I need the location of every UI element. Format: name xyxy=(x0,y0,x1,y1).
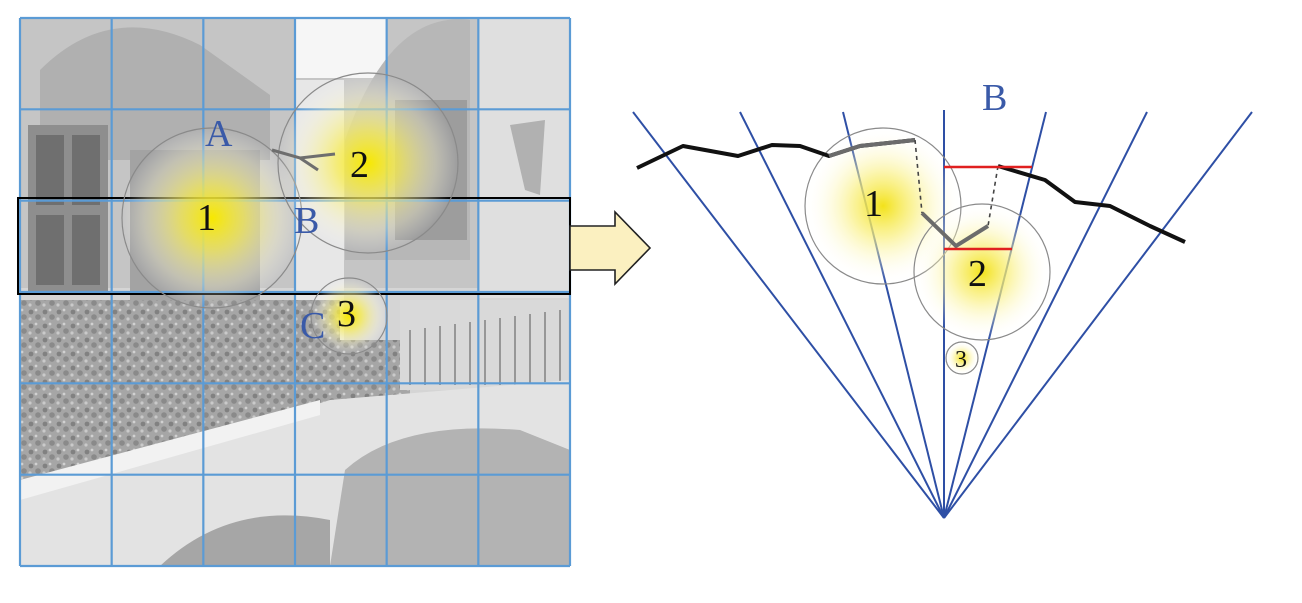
left-circle-1-label: 1 xyxy=(197,197,216,239)
ray-line xyxy=(739,111,945,519)
right-circle-3-label: 3 xyxy=(955,347,967,373)
label-region-b: B xyxy=(294,200,319,242)
ray-line xyxy=(943,111,1253,519)
label-region-a: A xyxy=(205,113,233,155)
ray-line xyxy=(632,111,945,519)
label-right-b: B xyxy=(982,77,1007,119)
depth-profile-right xyxy=(997,164,1186,244)
right-circle-3 xyxy=(945,341,979,375)
ray-line xyxy=(943,111,1148,519)
dashed-connector-2 xyxy=(987,165,999,227)
right-circle-2-label: 2 xyxy=(968,253,987,295)
right-circle-1-label: 1 xyxy=(864,183,883,225)
label-region-c: C xyxy=(300,305,325,347)
grid-overlay xyxy=(18,16,572,568)
left-circle-3 xyxy=(310,277,388,355)
left-circle-2-label: 2 xyxy=(350,144,369,186)
transform-arrow xyxy=(569,210,652,286)
left-circle-3-label: 3 xyxy=(337,293,356,335)
left-circle-2 xyxy=(277,72,459,254)
depth-profile-left-gray xyxy=(828,138,916,158)
occluder-segment xyxy=(920,211,990,249)
left-connector xyxy=(271,148,336,172)
